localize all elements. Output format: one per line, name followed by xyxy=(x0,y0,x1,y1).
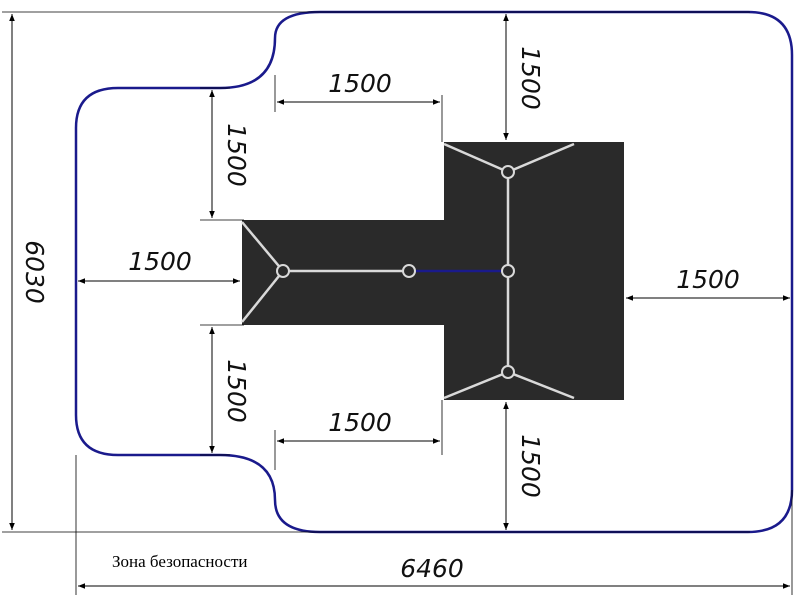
dim-overall-height: 6030 xyxy=(20,240,49,304)
dim-top-left-vertical: 1500 xyxy=(222,123,251,187)
dim-left-clearance: 1500 xyxy=(128,247,192,276)
dim-bottom-left-horizontal: 1500 xyxy=(328,408,392,437)
dim-overall-width: 6460 xyxy=(400,554,464,583)
node-center xyxy=(501,264,515,278)
dim-top-right-vertical: 1500 xyxy=(516,46,545,110)
node-large-top xyxy=(501,165,515,179)
dim-bottom-left-vertical: 1500 xyxy=(222,359,251,423)
dim-top-left-horizontal: 1500 xyxy=(328,69,392,98)
node-connector-left xyxy=(402,264,416,278)
extension-lines xyxy=(2,11,793,595)
safety-zone-caption: Зона безопасности xyxy=(112,552,248,571)
dim-bottom-right-vertical: 1500 xyxy=(516,434,545,498)
node-large-bottom xyxy=(501,365,515,379)
dimension-lines xyxy=(9,14,790,589)
dim-right-clearance: 1500 xyxy=(676,265,740,294)
node-small-left xyxy=(276,264,290,278)
small-platform-frame xyxy=(241,221,409,323)
